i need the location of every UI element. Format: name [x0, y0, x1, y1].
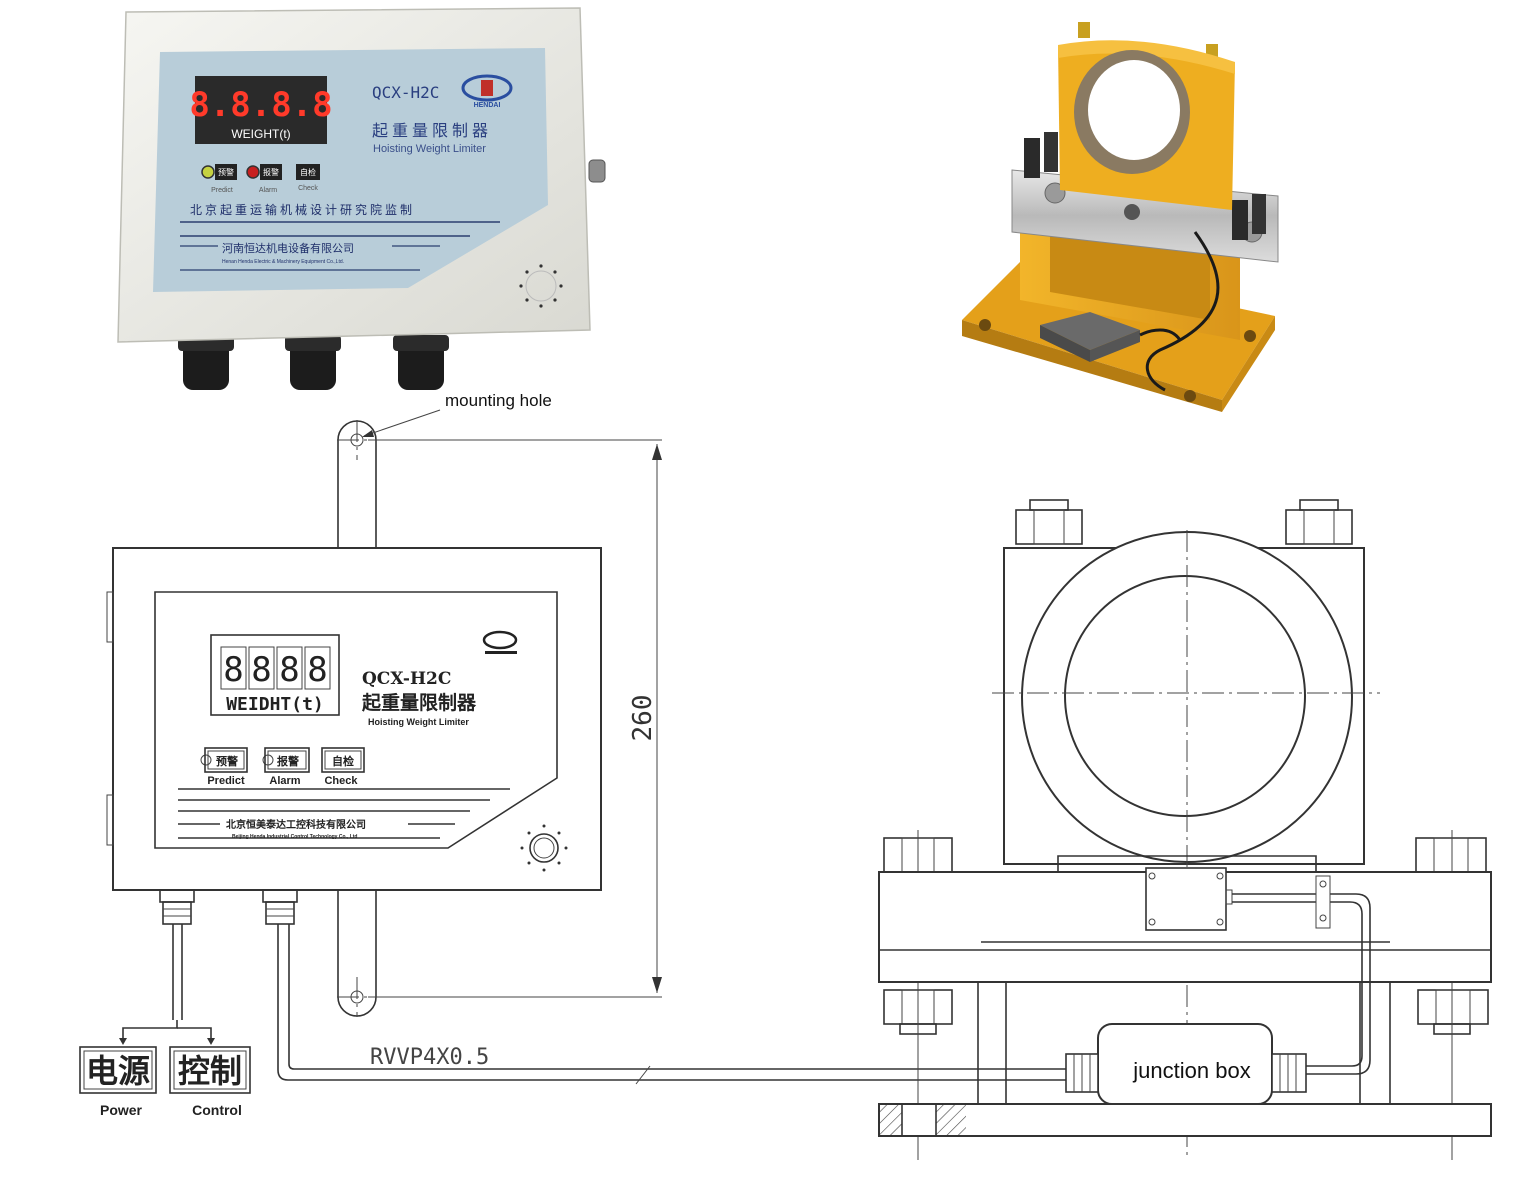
title-cn: 起重量限制器 [372, 122, 492, 140]
svg-text:Predict: Predict [207, 775, 245, 787]
svg-text:8: 8 [223, 650, 243, 690]
svg-text:8: 8 [307, 650, 327, 690]
sensor-photo [962, 22, 1279, 412]
cable-gland-photos [178, 335, 449, 390]
output-power: 电源 Power [79, 1046, 157, 1118]
drawing-display [210, 634, 340, 716]
hendai-logo-icon [461, 74, 513, 102]
svg-text:控制: 控制 [178, 1052, 242, 1090]
photo-button-check: 自检 Check [296, 164, 320, 192]
drawing-display-label: WEIDHT(t) [226, 694, 324, 715]
cable-label: RVVP4X0.5 [370, 1045, 489, 1070]
display-label: WEIGHT(t) [231, 127, 290, 141]
base-plate [878, 1103, 1492, 1137]
svg-text:Check: Check [298, 185, 318, 192]
sensor-drawing: junction box [878, 499, 1492, 1160]
drawing-model: QCX-H2C [362, 669, 451, 689]
svg-text:Check: Check [324, 775, 358, 787]
panel-outline [154, 591, 558, 849]
svg-text:Alarm: Alarm [259, 187, 277, 194]
svg-text:8: 8 [279, 650, 299, 690]
drawing-title-en: Hoisting Weight Limiter [368, 717, 469, 727]
svg-text:Predict: Predict [211, 187, 233, 194]
drawing-cable-glands [159, 889, 298, 925]
controller-box-outline [112, 547, 602, 891]
model-label: QCX-H2C [372, 83, 439, 102]
display-digits: 8.8.8.8 [189, 85, 332, 125]
drawing-button-check: 自检 Check [321, 747, 365, 787]
drawing-button-alarm: 报警 Alarm [262, 747, 310, 787]
sensor-connector [1145, 867, 1233, 931]
drawing-button-predict: 预警 Predict [200, 747, 248, 787]
brand-label: HENDAI [474, 102, 501, 109]
controller-drawing: 8 8 8 8 WEIDHT(t) QCX-H2C 起重量限制器 Hoistin… [79, 391, 1066, 1118]
display-window [195, 76, 327, 144]
drawing-digits: 8 8 8 8 [220, 646, 331, 690]
title-en: Hoisting Weight Limiter [373, 143, 486, 155]
svg-text:预警: 预警 [218, 167, 234, 177]
svg-text:报警: 报警 [263, 167, 279, 177]
bearing-inner-ring [1064, 575, 1306, 817]
svg-text:电源: 电源 [86, 1052, 150, 1090]
photo-button-alarm: 报警 Alarm [246, 164, 282, 194]
supervisor-label: 北京起重运输机械设计研究院监制 [190, 202, 415, 217]
svg-text:自检: 自检 [332, 754, 354, 768]
svg-text:自检: 自检 [300, 167, 316, 177]
mounting-hole-label: mounting hole [445, 391, 552, 410]
svg-text:8: 8 [251, 650, 271, 690]
drawing-company-cn: 北京恒美泰达工控科技有限公司 [226, 818, 366, 831]
svg-text:Power: Power [100, 1102, 143, 1118]
drawing-speaker-icon [520, 824, 568, 872]
drawing-company-en: Beijing Henda Industrial Control Technol… [232, 834, 357, 840]
svg-text:报警: 报警 [277, 754, 299, 768]
controller-photo: 8.8.8.8 WEIGHT(t) QCX-H2C HENDAI 起重量限制器 … [117, 7, 606, 390]
top-bolt-icons [1015, 499, 1353, 545]
svg-text:Control: Control [192, 1102, 242, 1118]
photo-button-predict: 预警 Predict [201, 164, 237, 194]
junction-box-label: junction box [1132, 1058, 1250, 1083]
svg-text:预警: 预警 [216, 754, 238, 768]
drawing-logo-icon [482, 630, 518, 654]
speaker-icon [519, 264, 563, 308]
output-control: 控制 Control [169, 1046, 251, 1118]
company-en: Henan Henda Electric & Machinery Equipme… [222, 259, 344, 265]
junction-box [1065, 1023, 1307, 1105]
drawing-title-cn: 起重量限制器 [361, 691, 477, 714]
svg-text:Alarm: Alarm [269, 775, 300, 787]
company-cn: 河南恒达机电设备有限公司 [222, 241, 354, 255]
dimension-label: 260 [628, 695, 658, 742]
